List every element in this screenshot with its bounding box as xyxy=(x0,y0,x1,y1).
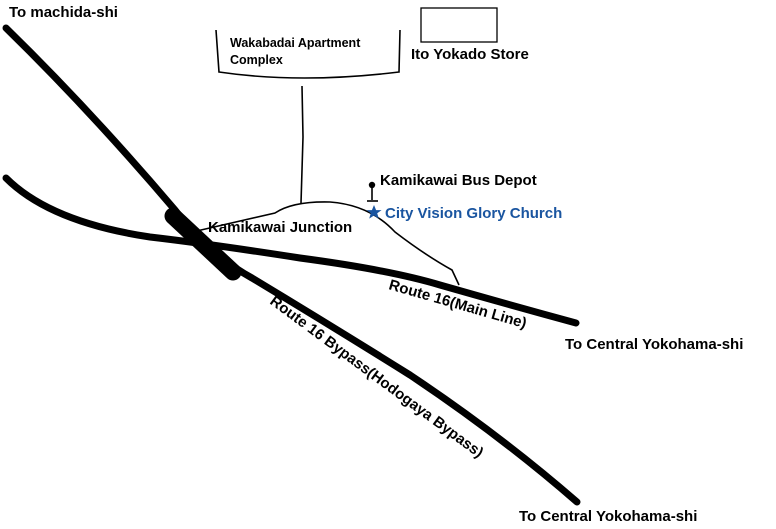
label-church: City Vision Glory Church xyxy=(385,205,562,222)
label-kamikawai-junction: Kamikawai Junction xyxy=(208,219,352,236)
label-route16-bypass: Route 16 Bypass(Hodogaya Bypass) xyxy=(267,293,487,462)
label-to-machida: To machida-shi xyxy=(9,4,118,21)
label-to-yokohama-2: To Central Yokohama-shi xyxy=(519,508,697,525)
wakabadai-apartment-outline xyxy=(215,29,401,79)
local-road-north xyxy=(300,85,304,204)
ito-yokado-store-box xyxy=(420,7,498,43)
label-bus-depot: Kamikawai Bus Depot xyxy=(380,172,537,189)
label-wakabadai-line2: Complex xyxy=(230,53,283,67)
junction-interchange-marker xyxy=(164,207,242,281)
star-icon xyxy=(366,205,382,219)
label-to-yokohama-1: To Central Yokohama-shi xyxy=(565,336,743,353)
road-machida-bypass xyxy=(2,24,581,506)
bus-stop-pin-icon xyxy=(367,181,378,202)
local-road-junction xyxy=(187,201,460,286)
label-wakabadai-line1: Wakabadai Apartment xyxy=(230,36,361,50)
road-route16-main xyxy=(2,174,580,327)
label-ito-yokado: Ito Yokado Store xyxy=(411,46,529,63)
